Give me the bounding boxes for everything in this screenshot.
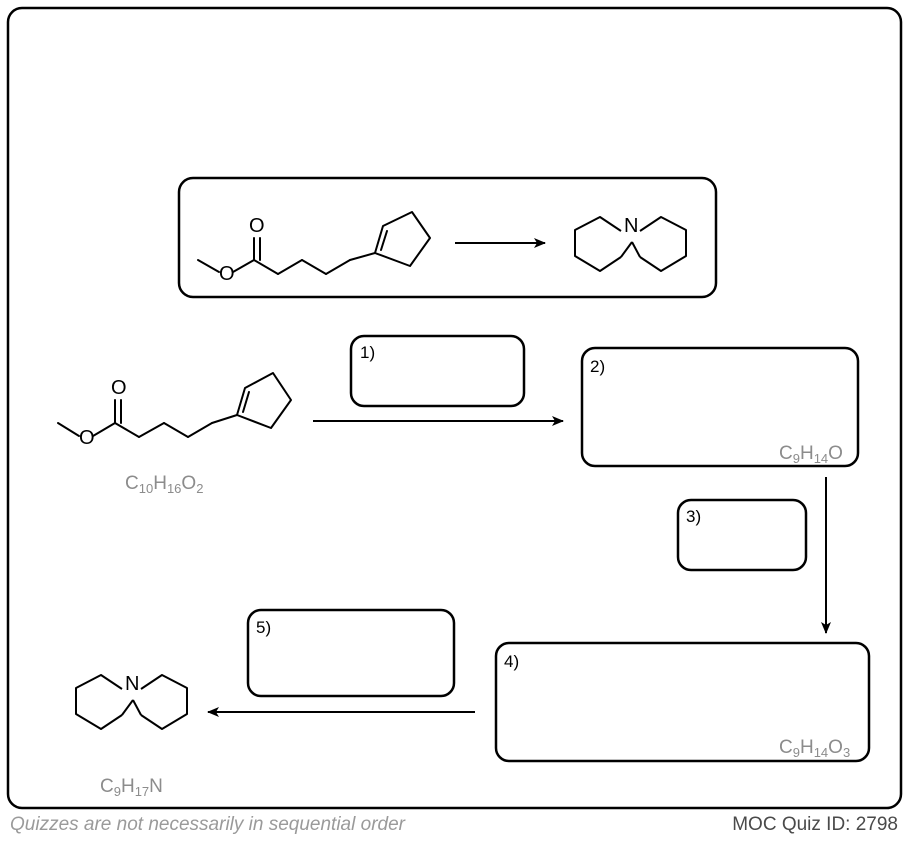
outer-frame <box>6 6 903 810</box>
step-2-box[interactable] <box>580 346 860 468</box>
start-formula: C10H16O2 <box>125 473 203 496</box>
end-nitrogen: N <box>125 673 139 695</box>
start-structure <box>57 372 292 438</box>
problem-product-nitrogen: N <box>624 215 638 237</box>
problem-reactant-structure <box>197 211 431 275</box>
step-3-label: 3) <box>686 507 701 526</box>
step-2-label: 2) <box>590 357 605 376</box>
step-5-box[interactable] <box>246 608 456 698</box>
step-4-box[interactable] <box>494 641 871 763</box>
end-structure <box>75 674 188 730</box>
step-5-label: 5) <box>256 618 271 637</box>
problem-box <box>177 176 718 299</box>
start-carbonyl-oxygen: O <box>111 377 127 399</box>
end-formula: C9H17N <box>100 776 163 799</box>
problem-reactant-ester-oxygen: O <box>219 263 235 285</box>
problem-reactant-carbonyl-oxygen: O <box>249 215 265 237</box>
problem-product-structure <box>574 216 687 272</box>
step-2-formula: C9H14O <box>779 443 843 466</box>
step-4-label: 4) <box>504 652 519 671</box>
step-3-box[interactable] <box>676 498 808 572</box>
step-1-label: 1) <box>360 343 375 362</box>
quiz-id: MOC Quiz ID: 2798 <box>732 814 898 835</box>
start-ester-oxygen: O <box>79 427 95 449</box>
step-4-formula: C9H14O3 <box>779 737 850 760</box>
step-1-box[interactable] <box>349 334 526 408</box>
footer-note: Quizzes are not necessarily in sequentia… <box>10 814 405 835</box>
